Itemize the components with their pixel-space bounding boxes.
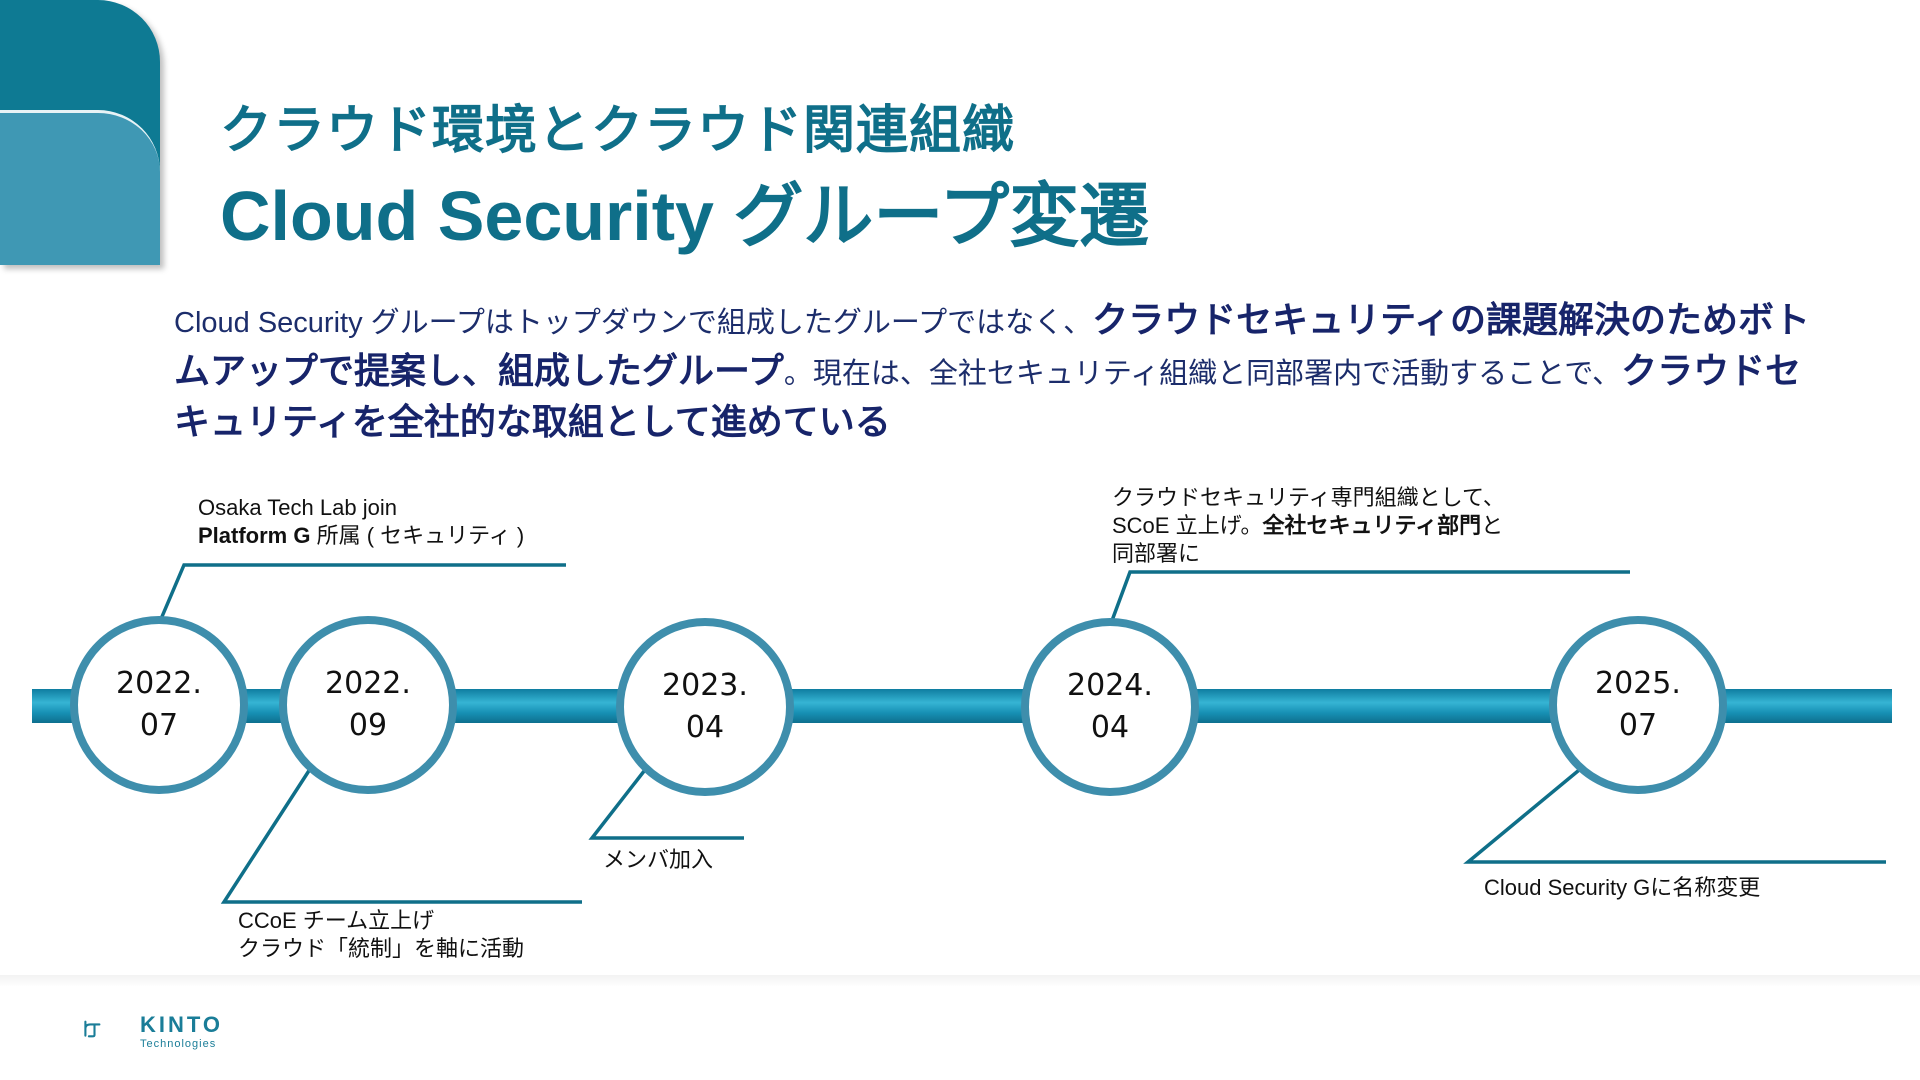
kinto-logo-icon	[84, 1020, 101, 1038]
event-text: Platform G 所属 ( セキュリティ )	[198, 522, 524, 550]
intro-emphasis-1: クラウドセキュリティの課題解決のためボトムアップで提案し、組成したグループ	[174, 299, 1811, 391]
intro-paragraph: Cloud Security グループはトップダウンで組成したグループではなく、…	[174, 296, 1834, 449]
event-label-2022-09: CCoE チーム立上げ クラウド「統制」を軸に活動	[238, 907, 524, 963]
timeline-node-2024-04: 2024. 04	[1021, 618, 1199, 796]
event-text: SCoE 立上げ。全社セキュリティ部門と	[1112, 512, 1505, 540]
logo-wordmark: KINTO	[140, 1012, 224, 1037]
node-month: 07	[1618, 708, 1658, 743]
intro-text-2: 。現在は、全社セキュリティ組織と同部署内で活動することで、	[783, 358, 1622, 390]
event-text: 所属 ( セキュリティ )	[310, 523, 525, 548]
leader-line-2023-04	[588, 764, 744, 840]
leader-line-2022-09	[220, 765, 582, 904]
event-label-2024-04: クラウドセキュリティ専門組織として、 SCoE 立上げ。全社セキュリティ部門と …	[1112, 484, 1505, 568]
timeline-node-2025-07: 2025. 07	[1549, 616, 1727, 794]
timeline-node-2022-07: 2022. 07	[70, 616, 248, 794]
intro-emphasis-2: クラウドセキュリティを全社的な取組として進めている	[174, 350, 1802, 442]
event-text: と	[1481, 513, 1504, 538]
event-text: CCoE チーム立上げ	[238, 908, 435, 933]
event-text: クラウド「統制」を軸に活動	[238, 936, 525, 961]
node-year: 2022.	[325, 666, 411, 701]
intro-text-1: Cloud Security グループはトップダウンで組成したグループではなく、	[174, 307, 1093, 339]
event-text: Cloud Security Gに名称変更	[1484, 875, 1761, 900]
event-label-2022-07: Osaka Tech Lab join Platform G 所属 ( セキュリ…	[198, 494, 524, 550]
leader-line-2024-04	[1108, 570, 1630, 627]
event-text: 同部署に	[1112, 541, 1201, 566]
page-title: クラウド環境とクラウド関連組織	[220, 102, 1016, 160]
event-text-bold: Platform G	[198, 523, 311, 548]
node-month: 04	[1090, 710, 1130, 745]
timeline-node-2023-04: 2023. 04	[616, 618, 794, 796]
event-text: メンバ加入	[603, 847, 714, 872]
event-label-2025-07: Cloud Security Gに名称変更	[1484, 874, 1760, 902]
footer-band	[0, 975, 1920, 987]
node-year: 2024.	[1067, 668, 1153, 703]
node-year: 2023.	[662, 668, 748, 703]
node-year: 2025.	[1595, 666, 1681, 701]
node-month: 07	[139, 708, 179, 743]
node-month: 09	[348, 708, 388, 743]
node-year: 2022.	[116, 666, 202, 701]
event-label-2023-04: メンバ加入	[603, 846, 713, 874]
corner-decoration-front	[0, 110, 160, 265]
page-subtitle: Cloud Security グループ変遷	[220, 177, 1150, 255]
event-text: Osaka Tech Lab join	[198, 495, 397, 520]
node-month: 04	[685, 710, 725, 745]
event-text: クラウドセキュリティ専門組織として、	[1112, 485, 1505, 510]
event-text-bold: 全社セキュリティ部門	[1262, 513, 1482, 538]
leader-line-2025-07	[1463, 764, 1886, 864]
event-text: SCoE 立上げ。	[1112, 513, 1263, 538]
leader-line-2022-07	[156, 563, 566, 627]
timeline-node-2022-09: 2022. 09	[279, 616, 457, 794]
logo-subtext: Technologies	[140, 1038, 217, 1050]
